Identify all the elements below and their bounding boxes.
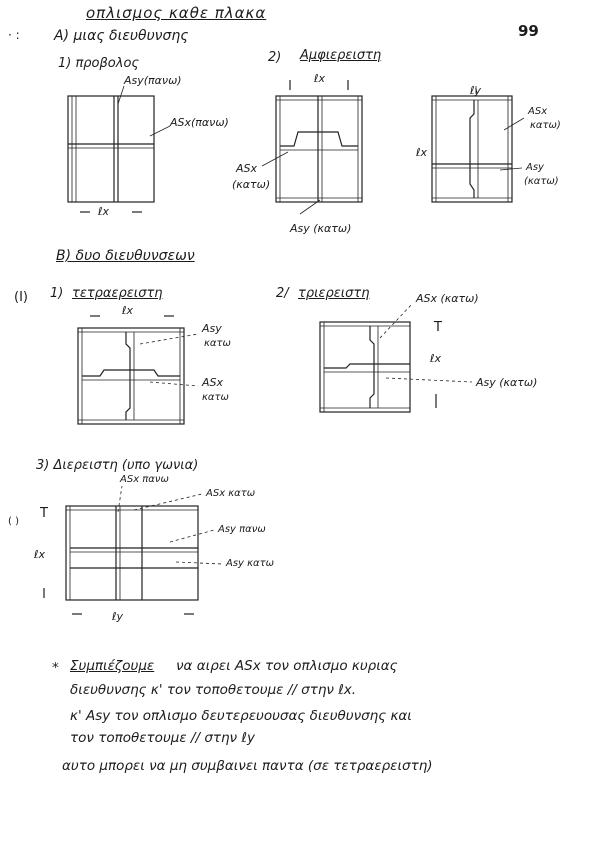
b1-mark: (Ι) xyxy=(14,290,28,305)
page-number: 99 xyxy=(518,22,539,40)
a1-asy-label: Asy(πανω) xyxy=(124,74,182,87)
note-line4: τον τοποθετουμε // στην ℓy xyxy=(70,730,255,746)
b2-heading: τριερειστη xyxy=(298,286,370,301)
b3-mark: ( ) xyxy=(8,516,19,527)
b1-asx-label: ASx xyxy=(202,376,224,389)
note-star: * xyxy=(52,660,59,676)
b1-number: 1) xyxy=(50,286,64,301)
case-a2-number: 2) xyxy=(268,50,282,65)
b2-t-mark: T xyxy=(434,320,442,335)
case-a2-heading: Αμφιερειστη xyxy=(300,48,382,63)
a3-asy-position: (κατω) xyxy=(524,176,559,187)
b3-asx-bottom-label: ASx κατω xyxy=(206,488,256,499)
b1-asy-position: κατω xyxy=(204,338,231,349)
b1-span-label: ℓx xyxy=(122,304,134,317)
b3-asx-top-label: ASx πανω xyxy=(120,474,169,485)
section-a-heading: Α) μιας διευθυνσης xyxy=(54,28,189,44)
page-title: οπλισμος καθε πλακα xyxy=(86,4,267,22)
a3-asy-label: Asy xyxy=(526,162,544,173)
case-a1-heading: 1) προβολος xyxy=(58,56,140,71)
a2-asy-label: Asy (κατω) xyxy=(290,222,352,235)
b2-asx-label: ASx (κατω) xyxy=(416,292,479,305)
a3-asx-position: κατω) xyxy=(530,120,561,131)
a2-asx-label: ASx xyxy=(236,162,258,175)
note-line1: να αιρει ASx τον οπλισμο κυριας xyxy=(176,658,398,674)
note-line3: κ' Asy τον οπλισμο δευτερευουσας διευθυν… xyxy=(70,708,412,724)
b1-asy-label: Asy xyxy=(202,322,222,335)
a2-span-label: ℓx xyxy=(314,72,326,85)
b2-asy-label: Asy (κατω) xyxy=(476,376,538,389)
b3-asy-top-label: Asy πανω xyxy=(218,524,266,535)
section-b-heading: Β) δυο διευθυνσεων xyxy=(56,248,195,264)
a3-asx-label: ASx xyxy=(528,106,548,117)
note-line5: αυτο μπορει να μη συμβαινει παντα (σε τε… xyxy=(62,758,433,774)
b2-number: 2/ xyxy=(276,286,289,301)
a1-asx-label: ASx(πανω) xyxy=(170,116,229,129)
b3-asy-bottom-label: Asy κατω xyxy=(226,558,275,569)
slab-a1-outline xyxy=(67,95,155,203)
b1-asx-position: κατω xyxy=(202,392,229,403)
margin-mark: · : xyxy=(8,28,20,42)
a3-side-label: ℓx xyxy=(416,146,428,159)
note-line1-underlined: Συμπιέζουμε xyxy=(70,658,155,674)
b3-span-label: ℓy xyxy=(112,610,124,623)
b2-side-label: ℓx xyxy=(430,352,442,365)
b1-heading: τετραερειστη xyxy=(72,286,163,301)
b3-side-label: ℓx xyxy=(34,548,46,561)
b3-t-mark: T xyxy=(40,506,48,521)
a2-asx-position: (κατω) xyxy=(232,178,271,191)
a3-span-label: ℓy xyxy=(470,84,482,97)
b3-heading: 3) Διερειστη (υπο γωνια) xyxy=(36,458,199,473)
a1-span-label: ℓx xyxy=(98,205,110,218)
note-line2: διευθυνσης κ' τον τοποθετουμε // στην ℓx… xyxy=(70,682,357,698)
